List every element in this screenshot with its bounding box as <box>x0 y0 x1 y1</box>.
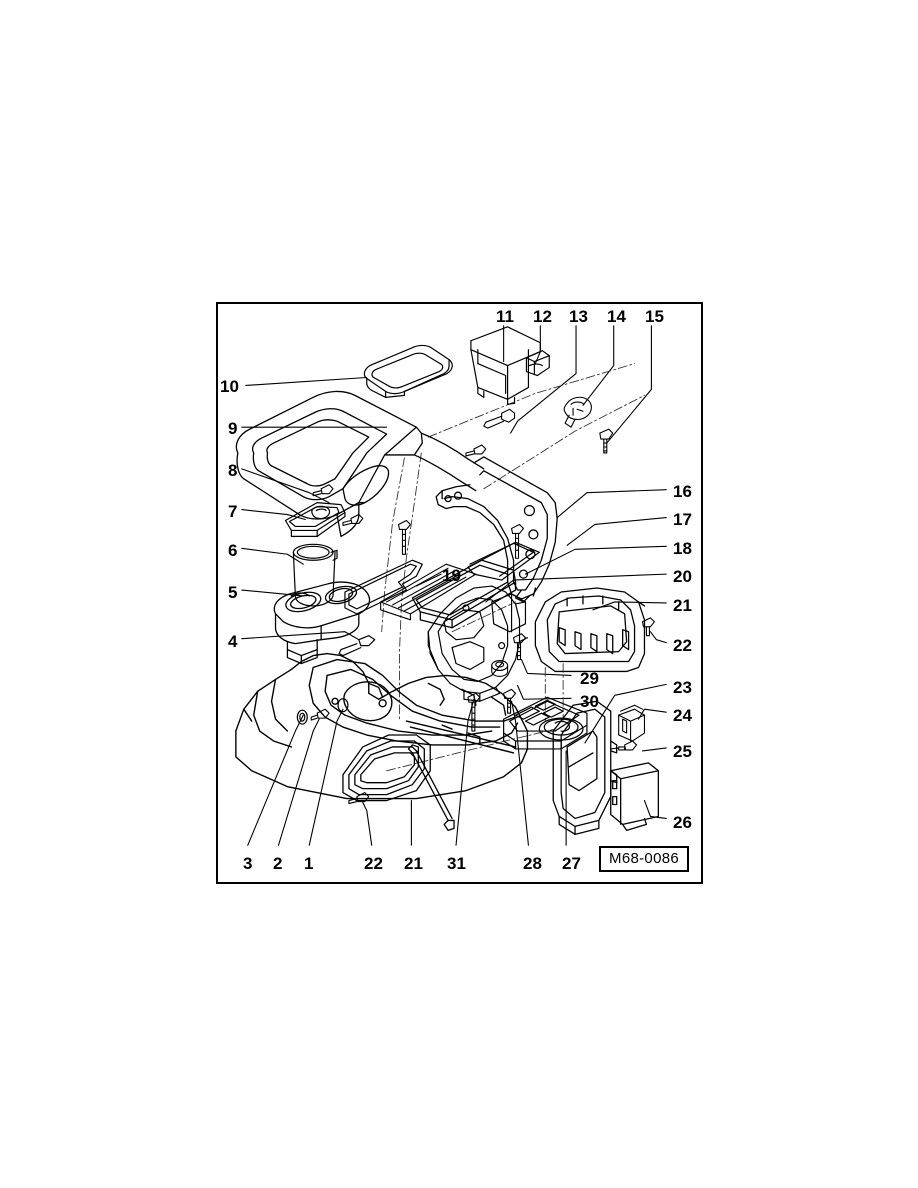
alignment-lines <box>381 363 645 772</box>
callout-10: 10 <box>220 377 239 396</box>
diagram-code-label: M68-0086 <box>599 846 689 872</box>
callout-3: 3 <box>243 854 253 873</box>
callout-21: 21 <box>673 596 692 615</box>
part-12-latch-clip <box>525 350 550 377</box>
part-19-trim-strip <box>344 559 423 615</box>
leader-lines-right <box>485 489 667 819</box>
callout-2: 2 <box>273 854 283 873</box>
part-31-long-screw <box>467 692 481 732</box>
callout-20: 20 <box>673 567 692 586</box>
callout-18: 18 <box>673 539 692 558</box>
part-10-trim-frame <box>363 344 453 398</box>
callout-31: 31 <box>447 854 466 873</box>
callout-27: 27 <box>562 854 581 873</box>
callout-28: 28 <box>523 854 542 873</box>
part-8-cupholder-lid <box>284 502 346 537</box>
part-3-grommet-ring <box>296 709 308 725</box>
callout-12: 12 <box>533 307 552 326</box>
callout-9: 9 <box>228 419 238 438</box>
callout-21-bottom: 21 <box>404 854 423 873</box>
callout-1: 1 <box>304 854 314 873</box>
part-23-rear-trim-panel <box>552 700 618 835</box>
callout-22-bottom: 22 <box>364 854 383 873</box>
callout-6: 6 <box>228 541 238 560</box>
callout-7: 7 <box>228 502 238 521</box>
callout-23: 23 <box>673 678 692 697</box>
part-26-rear-cover <box>610 762 659 832</box>
part-29-screw <box>513 633 526 661</box>
assorted-screws <box>312 444 525 559</box>
leader-lines-inner <box>415 573 572 700</box>
part-5-cupholder-body <box>273 581 371 665</box>
leader-lines-left <box>241 376 388 641</box>
callout-5: 5 <box>228 583 238 602</box>
callout-8: 8 <box>228 461 238 480</box>
callout-14: 14 <box>607 307 626 326</box>
part-22-right-screw <box>641 617 655 637</box>
callout-30: 30 <box>580 692 599 711</box>
part-30-grommet <box>491 659 509 677</box>
part-14-retainer <box>563 396 592 428</box>
callout-15: 15 <box>645 307 664 326</box>
callout-29: 29 <box>580 669 599 688</box>
callout-11: 11 <box>496 307 514 326</box>
callout-17: 17 <box>673 510 692 529</box>
part-28-screw <box>503 688 517 714</box>
part-9-console-upper-trim <box>235 390 485 538</box>
part-25-screw <box>610 740 638 751</box>
callout-22: 22 <box>673 636 692 655</box>
leader-lines-top <box>503 325 652 444</box>
callout-24: 24 <box>673 706 692 725</box>
exploded-assembly-diagram <box>235 325 667 846</box>
part-1-hole <box>337 698 349 713</box>
callout-16: 16 <box>673 482 692 501</box>
part-19-ribbed-mat <box>380 563 477 621</box>
figure-frame: 1 2 3 4 5 6 7 8 9 10 11 12 13 14 15 16 1… <box>216 302 703 884</box>
callout-25: 25 <box>673 742 692 761</box>
part-22-bottom-screw <box>348 792 370 805</box>
callout-19: 19 <box>442 566 461 585</box>
part-24-clip <box>618 704 646 742</box>
part-13-screw <box>483 408 516 429</box>
part-31-console-inner-frame <box>427 585 529 702</box>
part-21-bottom-storage-lid <box>342 734 455 832</box>
part-1-console-main-body <box>235 652 529 800</box>
part-15-bolt <box>599 428 614 454</box>
callout-26: 26 <box>673 813 692 832</box>
callout-4: 4 <box>228 632 238 651</box>
part-21-right-side-panel <box>534 587 646 673</box>
part-20-armrest-lid <box>411 559 517 629</box>
part-2-screw <box>310 708 330 721</box>
callout-13: 13 <box>569 307 588 326</box>
part-4-front-bracket <box>338 635 376 657</box>
